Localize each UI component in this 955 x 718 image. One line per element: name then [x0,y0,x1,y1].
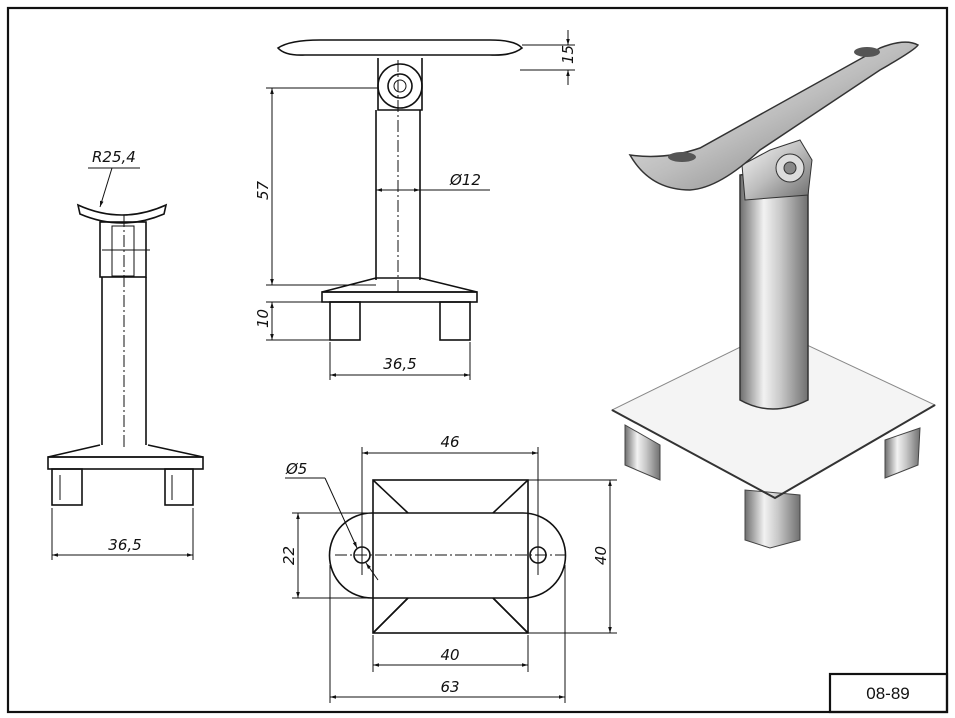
radius-label: R25,4 [92,148,136,166]
plate-width-label: 40 [440,646,459,664]
drawing-frame [6,6,949,714]
top-view: 46 Ø5 22 40 40 63 [280,433,617,703]
saddle-height-label: 15 [559,45,577,64]
drawing-code: 08-89 [866,684,909,703]
title-block: 08-89 [828,672,949,714]
side-base-width-label: 36,5 [108,536,141,554]
post-height-label: 57 [254,180,272,200]
feet-height-label: 10 [254,309,272,328]
front-view: 15 57 10 Ø12 36,5 [254,30,577,380]
saddle-length-label: 63 [440,678,459,696]
saddle-width-label: 22 [280,546,298,565]
isometric-view [610,41,937,549]
front-base-width-label: 36,5 [383,355,416,373]
plate-height-label: 40 [592,546,610,565]
hole-diameter-label: Ø5 [285,460,307,478]
side-view: 36,5 R25,4 [47,148,204,560]
post-diameter-label: Ø12 [449,171,481,189]
hole-spacing-label: 46 [440,433,459,451]
